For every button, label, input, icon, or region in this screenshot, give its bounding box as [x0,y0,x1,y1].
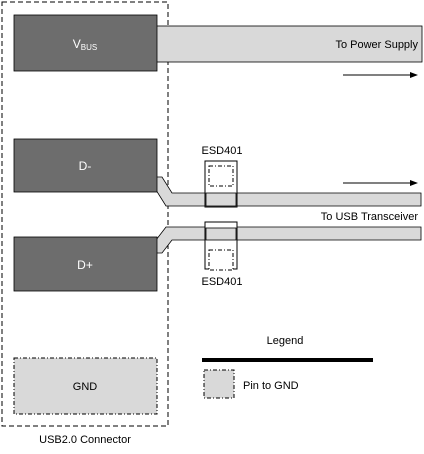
power-arrow [343,72,418,78]
dplus-trace [155,226,422,254]
usb-arrow [343,180,418,186]
legend-pin-to-gnd-label: Pin to GND [243,380,299,392]
esd-bottom-device [204,221,238,271]
connector-label: USB2.0 Connector [39,434,131,446]
usb-transceiver-label: To USB Transceiver [321,211,419,223]
esd-top-device [204,160,238,208]
vbus-trace [155,25,423,63]
dplus-label: D+ [77,258,93,272]
vbus-label: VBUS [73,37,97,52]
dplus-pin [13,236,158,292]
esd-bottom-label: ESD401 [202,276,243,288]
legend-title: Legend [267,335,304,347]
legend-gnd-swatch [203,369,235,399]
vbus-label-main: V [73,37,81,51]
dminus-pin [13,138,158,193]
dminus-label: D- [79,159,92,173]
dminus-trace [155,176,422,207]
esd-top-label: ESD401 [202,145,243,157]
power-supply-label: To Power Supply [335,39,418,51]
vbus-label-sub: BUS [81,43,97,52]
gnd-pin [13,357,158,415]
vbus-pin [13,14,158,72]
gnd-label: GND [73,381,98,393]
connector-outline [1,1,169,427]
